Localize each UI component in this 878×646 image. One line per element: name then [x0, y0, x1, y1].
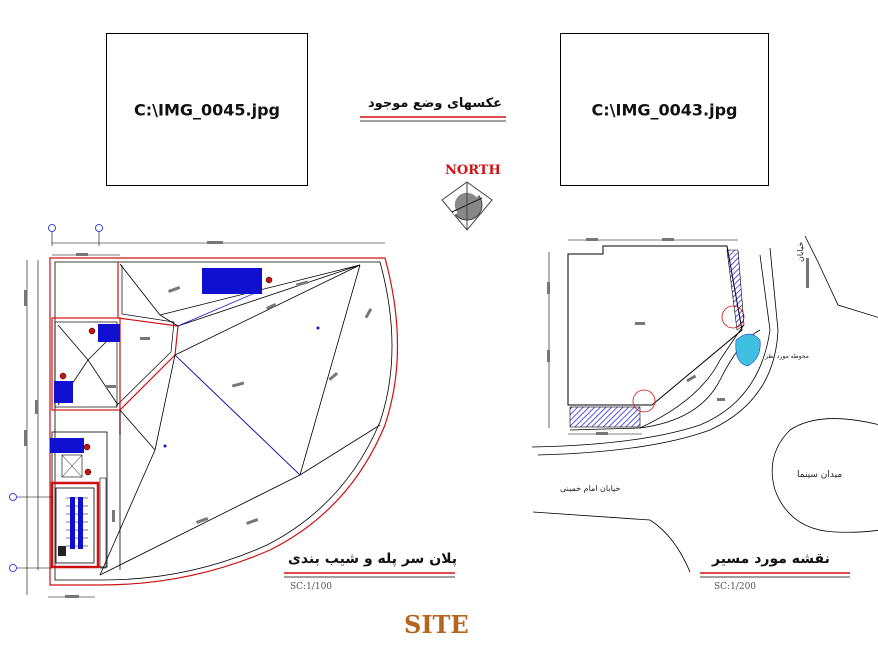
roof-plan-scale: SC:1/100	[290, 582, 333, 592]
square-label: میدان سینما	[797, 470, 843, 480]
north-arrow-icon	[441, 181, 493, 231]
photos-caption: عکسهای وضع موجود	[368, 96, 503, 111]
roof-plan	[9, 224, 399, 598]
photo-filename-right: C:\IMG_0043.jpg	[591, 100, 738, 119]
site-note-label: محوطه مورد نظر	[765, 353, 809, 360]
location-map-title: نقشه مورد مسیر	[712, 551, 830, 567]
sheet-title: SITE	[404, 610, 469, 639]
north-label: NORTH	[445, 163, 501, 178]
photo-frame-right: C:\IMG_0043.jpg	[560, 33, 769, 186]
photos-caption-underline	[360, 116, 506, 122]
alley-label: خیابان	[796, 241, 805, 262]
location-map-title-underline	[700, 572, 850, 578]
location-map-scale: SC:1/200	[714, 582, 757, 592]
location-map	[531, 235, 878, 573]
photo-frame-left: C:\IMG_0045.jpg	[106, 33, 308, 186]
street-label: خیابان امام خمینی	[560, 484, 621, 493]
roof-plan-title: پلان سر پله و شیب بندی	[288, 551, 458, 567]
photo-filename-left: C:\IMG_0045.jpg	[134, 100, 280, 119]
roof-plan-title-underline	[284, 572, 455, 578]
